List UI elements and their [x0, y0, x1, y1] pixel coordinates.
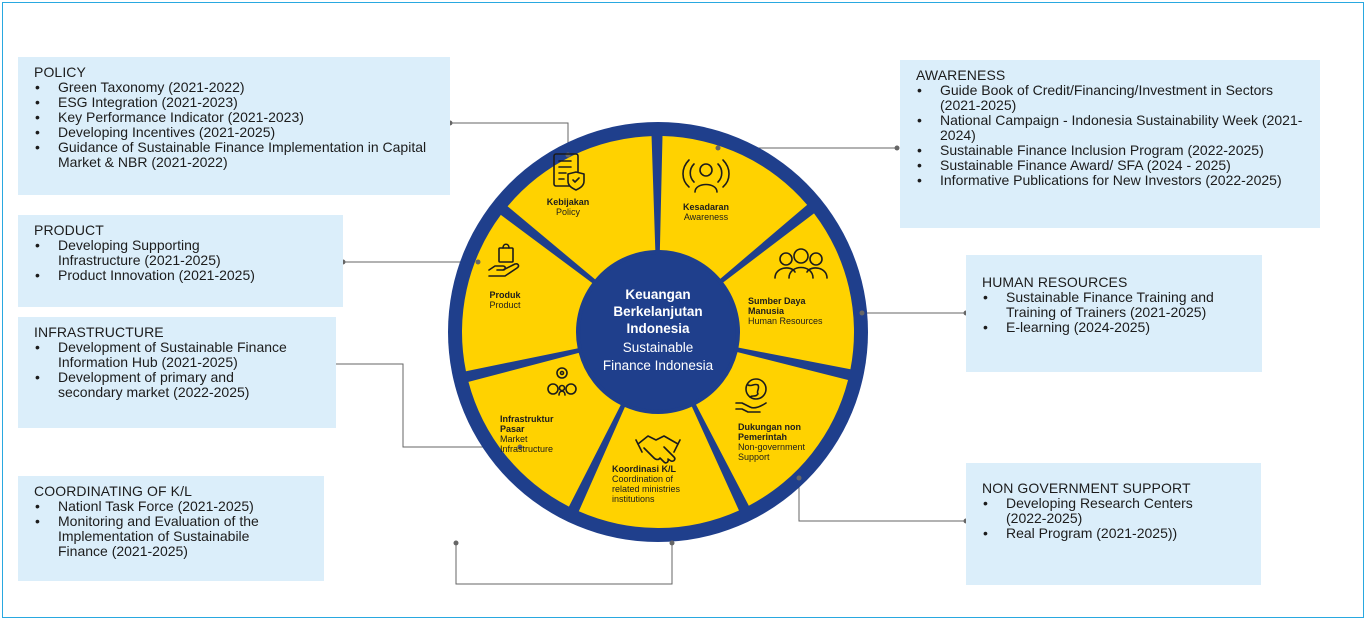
bag-hand-icon: [488, 243, 520, 277]
segment-title-line: Pasar: [500, 424, 525, 434]
segment-sdm: [723, 213, 854, 370]
segment-title-line: Sumber Daya: [748, 296, 807, 306]
connector-non-government: [798, 478, 966, 522]
list-item: Sustainable Finance Inclusion Program (2…: [917, 143, 1310, 159]
segment-subtitle-line: institutions: [612, 494, 655, 504]
segment-title-line: Produk: [489, 290, 521, 300]
infrastructure-box: INFRASTRUCTURE Development of Sustainabl…: [18, 317, 336, 428]
segment-title-line: Pemerintah: [738, 432, 787, 442]
policy-box: POLICY Green Taxonomy (2021-2022) ESG In…: [18, 57, 450, 195]
list-item: Developing Supporting Infrastructure (20…: [35, 238, 268, 268]
awareness-broadcast-icon: [682, 159, 730, 193]
human-resources-box: HUMAN RESOURCES Sustainable Finance Trai…: [966, 255, 1262, 372]
list-item: ESG Integration (2021-2023): [35, 95, 440, 111]
list-item: Informative Publications for New Investo…: [917, 173, 1310, 189]
segment-subtitle-line: related ministries: [612, 484, 681, 494]
segment-title-line: Manusia: [748, 306, 785, 316]
segment-title-line: Infrastruktur: [500, 414, 554, 424]
center-title-line-2: Berkelanjutan: [613, 304, 702, 319]
segment-subtitle-line: Human Resources: [748, 316, 823, 326]
wheel-hub: [580, 254, 736, 410]
segment-title-line: Kebijakan: [547, 197, 590, 207]
list-item: Green Taxonomy (2021-2022): [35, 80, 440, 96]
segment-subtitle-line: Infrastructure: [500, 444, 553, 454]
list-item: Developing Research Centers (2022-2025): [983, 496, 1206, 526]
segment-kebijakan: [507, 136, 656, 280]
non-government-box-title: NON GOVERNMENT SUPPORT: [982, 480, 1191, 496]
list-item: Sustainable Finance Training and Trainin…: [983, 290, 1252, 320]
connector-infrastructure: [318, 363, 520, 448]
list-item: Sustainable Finance Award/ SFA (2024 - 2…: [917, 158, 1310, 174]
non-government-list: Developing Research Centers (2022-2025) …: [982, 496, 1251, 542]
connector-policy: [450, 122, 569, 155]
non-government-box: NON GOVERNMENT SUPPORT Developing Resear…: [966, 463, 1261, 585]
list-item: E-learning (2024-2025): [983, 320, 1252, 336]
policy-list: Green Taxonomy (2021-2022) ESG Integrati…: [34, 80, 440, 170]
segment-subtitle-line: Support: [738, 452, 770, 462]
policy-box-title: POLICY: [34, 64, 86, 80]
segment-subtitle-line: Awareness: [684, 212, 729, 222]
awareness-list: Guide Book of Credit/Financing/Investmen…: [916, 83, 1310, 189]
segment-koordinasi: [578, 406, 739, 528]
center-subtitle-line-1: Sustainable: [623, 340, 694, 355]
policy-document-icon: [553, 153, 585, 191]
list-item: Product Innovation (2021-2025): [35, 268, 333, 284]
human-resources-box-title: HUMAN RESOURCES: [982, 274, 1128, 290]
awareness-box-title: AWARENESS: [916, 67, 1006, 83]
segment-subtitle-line: Coordination of: [612, 474, 674, 484]
list-item: Real Program (2021-2025)): [983, 526, 1251, 542]
list-item: Development of Sustainable Finance Infor…: [35, 340, 326, 370]
list-item: Developing Incentives (2021-2025): [35, 125, 440, 141]
center-title-line-3: Indonesia: [626, 321, 690, 336]
segment-subtitle-line: Policy: [556, 207, 581, 217]
list-item: Guidance of Sustainable Finance Implemen…: [35, 140, 440, 170]
list-item: Nationl Task Force (2021-2025): [35, 499, 314, 515]
segment-subtitle-line: Market: [500, 434, 528, 444]
people-group-icon: [774, 248, 828, 279]
segment-title-line: Kesadaran: [683, 202, 729, 212]
segment-infrastruktur: [468, 352, 621, 507]
segment-produk: [462, 214, 593, 372]
infrastructure-box-title: INFRASTRUCTURE: [34, 324, 164, 340]
list-item: Guide Book of Credit/Financing/Investmen…: [917, 83, 1310, 113]
coordinating-box: COORDINATING OF K/L Nationl Task Force (…: [18, 476, 324, 581]
segment-title-line: Koordinasi K/L: [612, 464, 677, 474]
center-subtitle-line-2: Finance Indonesia: [603, 358, 714, 373]
segment-dukungan: [695, 352, 849, 506]
coordinating-list: Nationl Task Force (2021-2025) Monitorin…: [34, 499, 314, 559]
segment-subtitle-line: Non-government: [738, 442, 806, 452]
gears-person-icon: [547, 367, 577, 396]
product-list: Developing Supporting Infrastructure (20…: [34, 238, 333, 284]
center-title-line-1: Keuangan: [625, 287, 690, 302]
list-item: Monitoring and Evaluation of the Impleme…: [35, 514, 298, 559]
product-box-title: PRODUCT: [34, 222, 104, 238]
coordinating-box-title: COORDINATING OF K/L: [34, 483, 192, 499]
segment-subtitle-line: Product: [489, 300, 521, 310]
infrastructure-list: Development of Sustainable Finance Infor…: [34, 340, 326, 400]
list-item: Development of primary and secondary mar…: [35, 370, 288, 400]
human-resources-list: Sustainable Finance Training and Trainin…: [982, 290, 1252, 336]
awareness-box: AWARENESS Guide Book of Credit/Financing…: [900, 60, 1320, 228]
segment-title-line: Dukungan non: [738, 422, 801, 432]
globe-hand-icon: [735, 378, 767, 413]
list-item: National Campaign - Indonesia Sustainabi…: [917, 113, 1310, 143]
connector-coordinating: [455, 543, 673, 585]
segment-kesadaran: [659, 136, 808, 279]
handshake-icon: [635, 435, 681, 464]
center-label: Keuangan Berkelanjutan Indonesia Sustain…: [603, 287, 714, 373]
list-item: Key Performance Indicator (2021-2023): [35, 110, 440, 126]
product-box: PRODUCT Developing Supporting Infrastruc…: [18, 215, 343, 307]
